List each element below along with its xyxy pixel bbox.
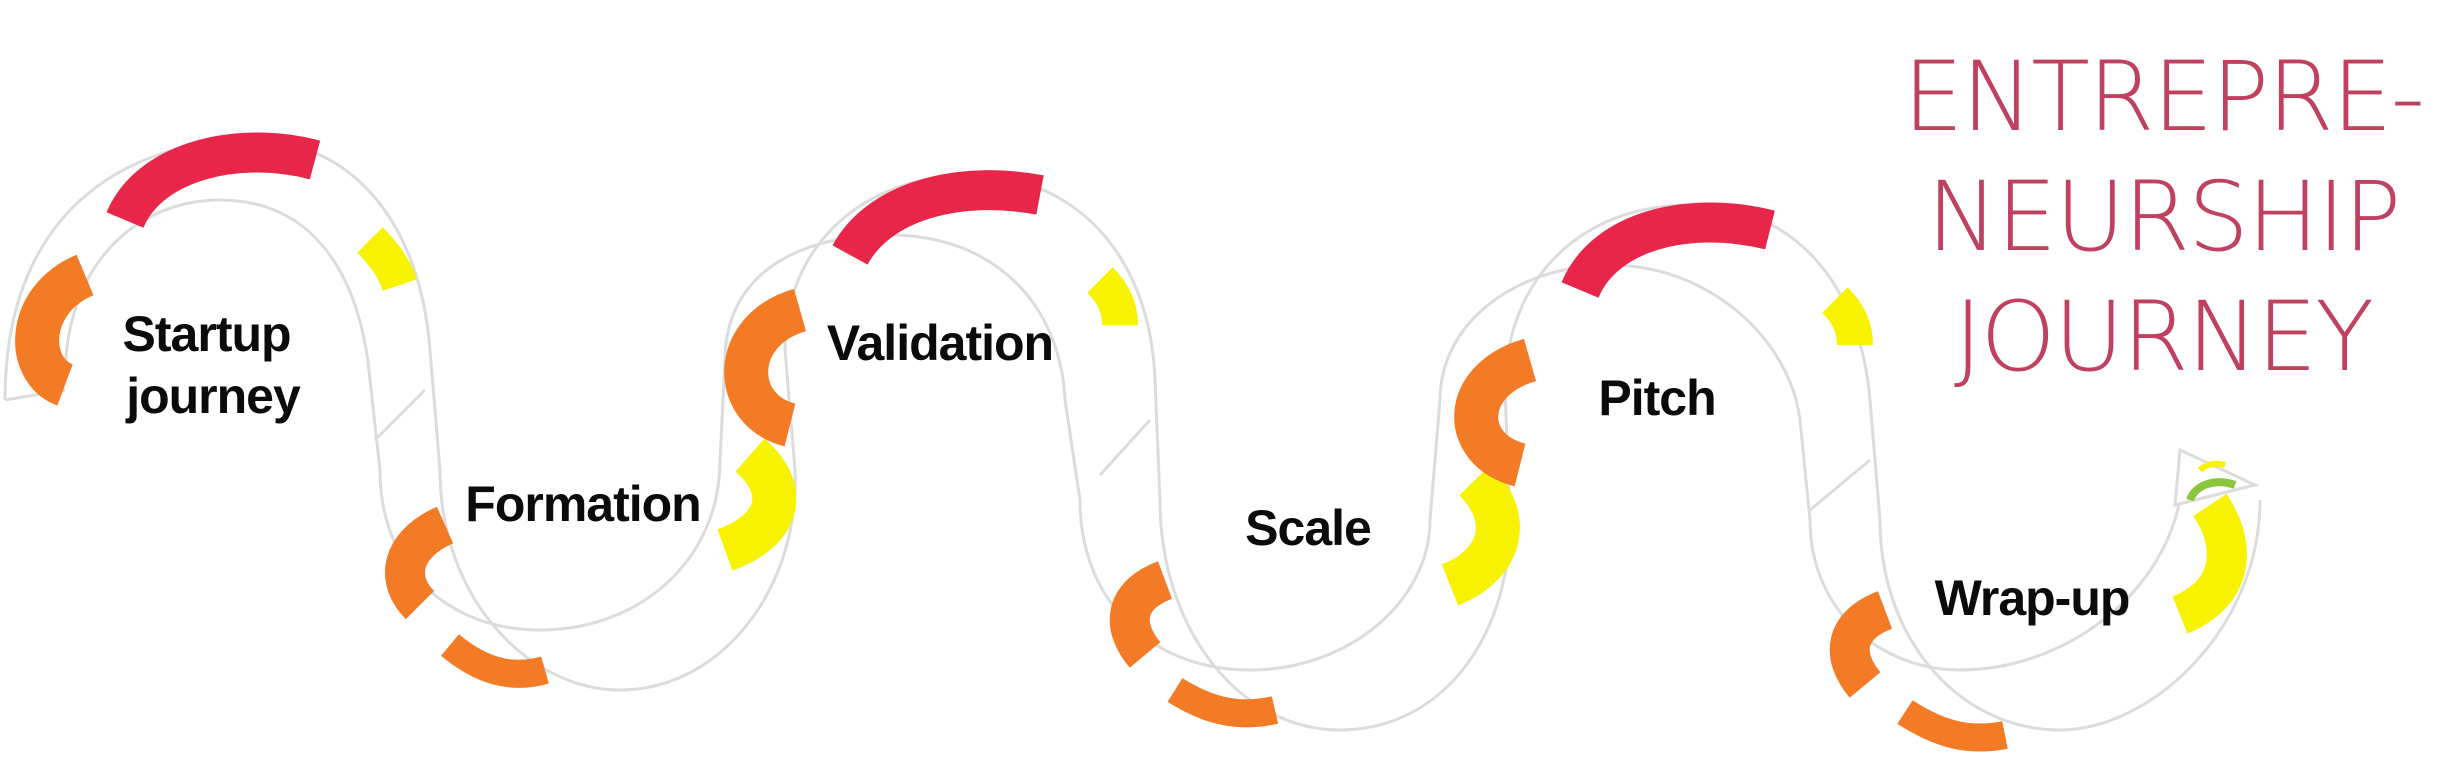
segment-orange [1897, 700, 2008, 752]
stage-label: Scale [1245, 500, 1371, 556]
title-line: NEURSHIP [1927, 161, 2400, 273]
stage-label-line: journey [125, 368, 301, 424]
segment-red [106, 132, 321, 229]
stage-label: Validation [827, 315, 1053, 371]
stage-label: Pitch [1598, 370, 1715, 426]
segment-orange [1829, 591, 1893, 698]
segment-orange [724, 288, 808, 447]
road-divider [1098, 418, 1152, 477]
segment-orange [1167, 678, 1279, 728]
stage-labels: Startup journey Formation Validation Sca… [123, 306, 2131, 626]
segment-orange [1454, 338, 1538, 487]
segment-red [832, 170, 1044, 266]
road-inner-edge [63, 198, 2182, 672]
stage-label-line: Startup [123, 306, 291, 362]
segment-orange [441, 634, 549, 688]
segment-yellow [2171, 493, 2247, 634]
stage-label: Wrap-up [1935, 570, 2130, 626]
segment-orange [385, 506, 455, 620]
segment-yellow [1821, 287, 1873, 346]
road-divider [373, 388, 427, 442]
segment-orange [15, 254, 95, 406]
segment-yellow [716, 438, 797, 571]
segment-yellow [357, 227, 418, 292]
title-line: JOURNEY [1954, 281, 2372, 393]
segment-red [1561, 202, 1775, 299]
road-segments [15, 132, 2247, 752]
title-line: ENTREPRE- [1903, 41, 2423, 153]
segment-orange [1109, 561, 1173, 668]
stage-label: Formation [465, 476, 700, 532]
segment-yellow [1086, 267, 1138, 326]
road-outer-edge [3, 138, 2262, 732]
finish-flag-icon [2173, 447, 2260, 507]
segment-yellow [1440, 464, 1520, 606]
road-divider [1809, 458, 1871, 512]
diagram-title: ENTREPRE- NEURSHIP JOURNEY [1903, 41, 2425, 393]
road-outline [3, 138, 2262, 732]
stage-label: Startup journey [123, 306, 304, 424]
